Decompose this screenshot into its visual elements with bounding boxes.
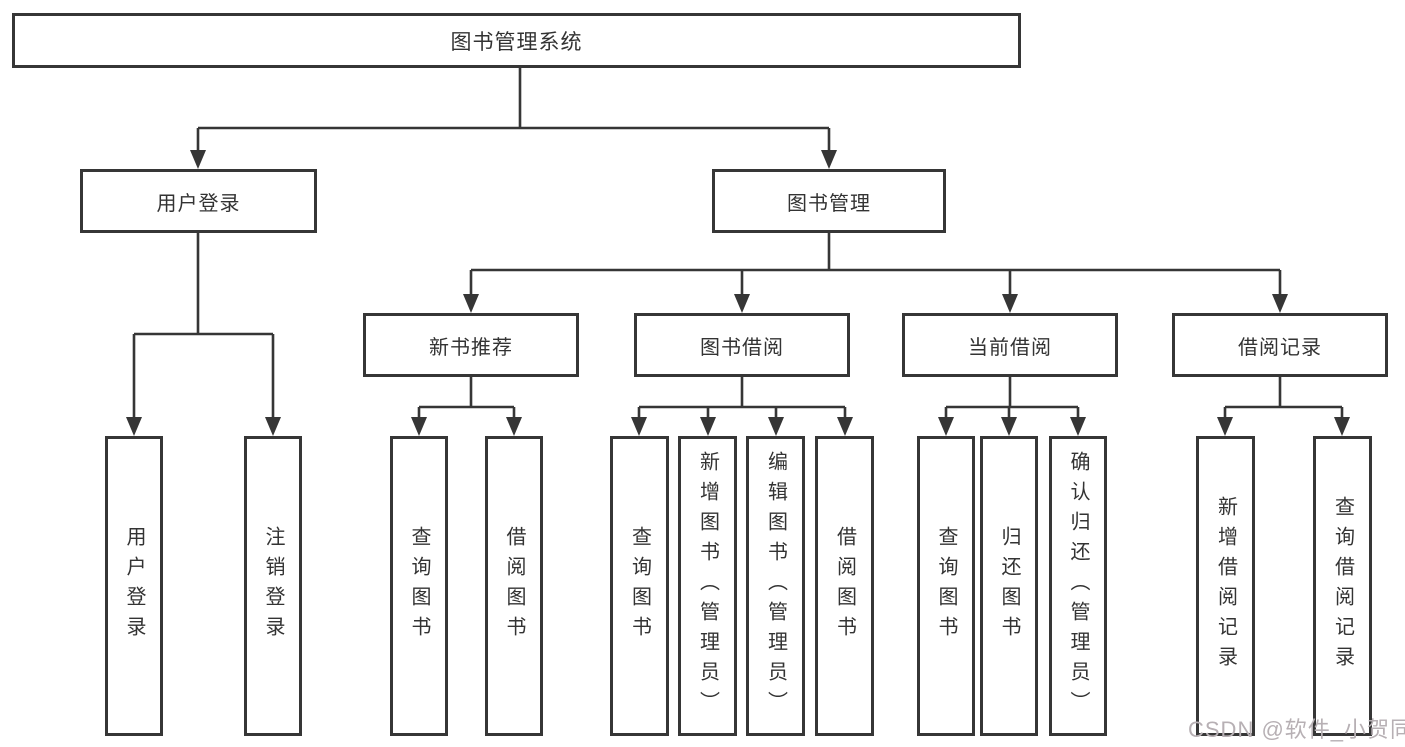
leaf-cb-return-book: 归还图书 [980,436,1038,736]
leaf-bb-add-book-admin-label: 新增图书（管理员） [696,451,719,721]
node-borrowing-records: 借阅记录 [1172,313,1388,377]
node-book-management: 图书管理 [712,169,946,233]
leaf-br-add-record: 新增借阅记录 [1196,436,1255,736]
leaf-cb-query-book-label: 查询图书 [935,526,957,646]
arrowheads [126,150,1350,436]
leaf-nbr-query-book: 查询图书 [390,436,448,736]
watermark-text: CSDN @软件_小贺同学 [1188,717,1405,742]
leaf-cb-query-book: 查询图书 [917,436,975,736]
leaf-br-query-record: 查询借阅记录 [1313,436,1372,736]
leaf-bb-query-book-label: 查询图书 [628,526,651,646]
leaf-cb-confirm-return-admin: 确认归还（管理员） [1049,436,1107,736]
leaf-cb-confirm-return-admin-label: 确认归还（管理员） [1067,451,1089,721]
node-current-borrowing: 当前借阅 [902,313,1118,377]
leaf-nbr-borrow-book-label: 借阅图书 [503,526,525,646]
node-book-borrowing: 图书借阅 [634,313,850,377]
node-library-system: 图书管理系统 [12,13,1021,68]
leaf-user-login: 用户登录 [105,436,163,736]
leaf-bb-edit-book-admin-label: 编辑图书（管理员） [764,451,787,721]
node-user-login: 用户登录 [80,169,317,233]
leaf-br-query-record-label: 查询借阅记录 [1331,496,1354,676]
leaf-bb-borrow-book: 借阅图书 [815,436,874,736]
leaf-logout: 注销登录 [244,436,302,736]
node-new-book-recommend: 新书推荐 [363,313,579,377]
leaf-br-add-record-label: 新增借阅记录 [1214,496,1237,676]
leaf-bb-add-book-admin: 新增图书（管理员） [678,436,737,736]
leaf-nbr-query-book-label: 查询图书 [408,526,430,646]
leaf-logout-label: 注销登录 [262,526,284,646]
leaf-user-login-label: 用户登录 [123,526,145,646]
leaf-cb-return-book-label: 归还图书 [998,526,1020,646]
leaf-bb-borrow-book-label: 借阅图书 [833,526,856,646]
leaf-bb-edit-book-admin: 编辑图书（管理员） [746,436,805,736]
leaf-bb-query-book: 查询图书 [610,436,669,736]
leaf-nbr-borrow-book: 借阅图书 [485,436,543,736]
